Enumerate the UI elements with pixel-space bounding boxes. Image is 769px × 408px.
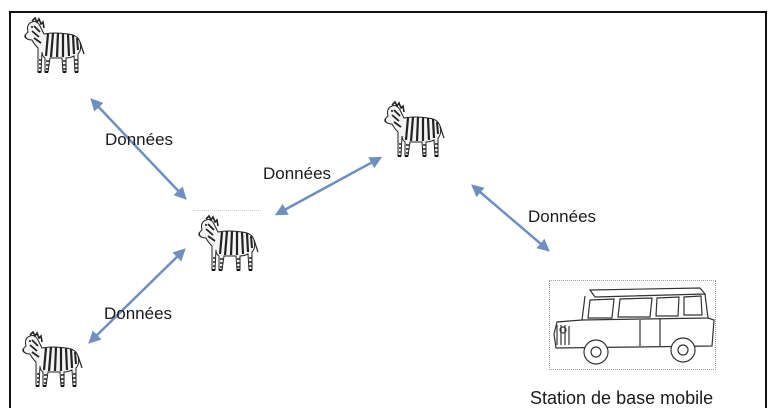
selection-outline [193,210,261,279]
link-label: Données [105,130,174,149]
link-arrow [88,248,186,344]
zebra-icon [197,214,260,272]
base-station-frame [549,280,716,370]
link-arrow [274,156,383,216]
zebra-icon [383,100,446,158]
zebra-icon [21,330,84,388]
diagram-frame [9,11,767,408]
link-label: Données [104,304,173,323]
link-arrow [90,98,187,200]
base-station-caption: Station de base mobile [530,388,714,408]
link-label: Données [263,164,332,183]
link-label: Données [528,207,597,226]
link-arrow [471,184,550,252]
zebra-icon [23,16,86,74]
jeep-icon [553,287,715,365]
